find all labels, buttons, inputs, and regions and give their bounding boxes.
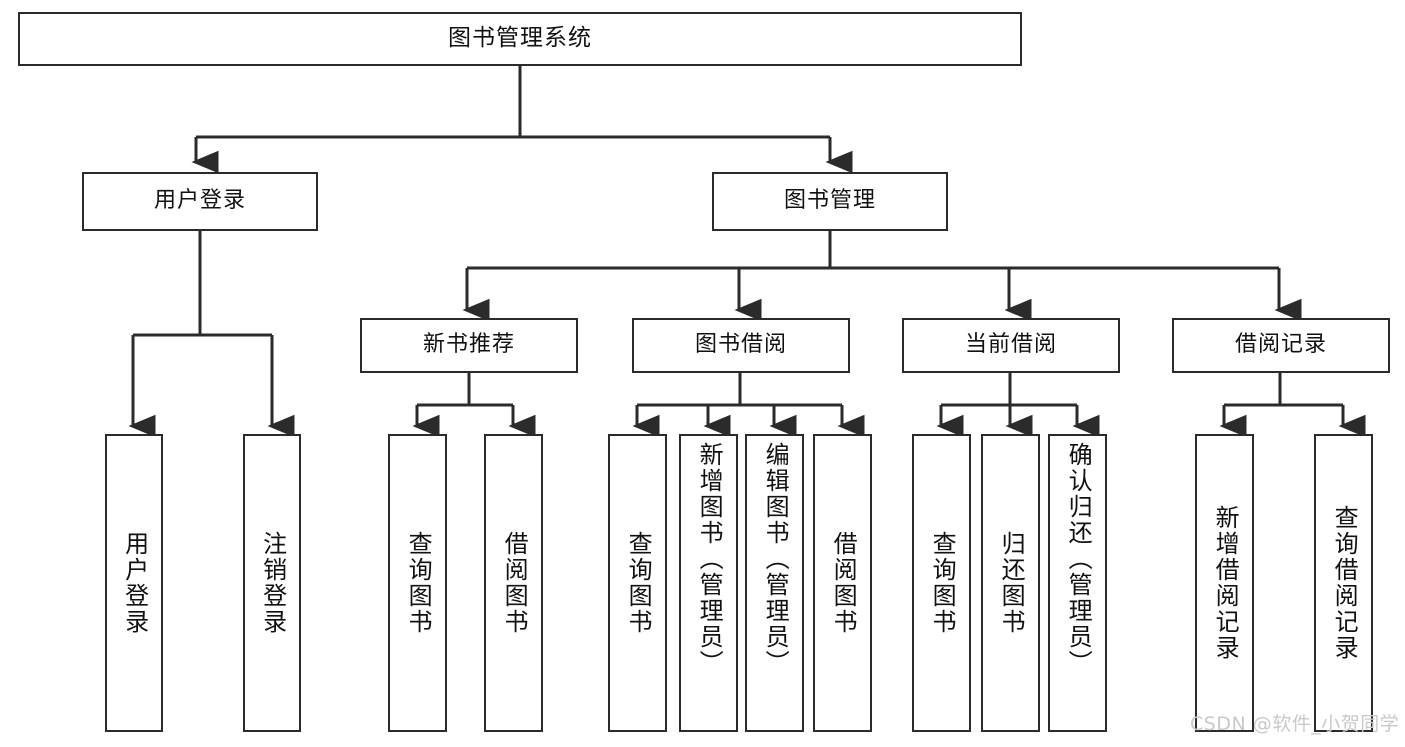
leaf-return-books-label: 归还图书 [997, 531, 1026, 635]
leaf-query-books-borrow-label: 查询图书 [624, 531, 653, 635]
node-new-book-recommend[interactable]: 新书推荐 [360, 318, 578, 373]
node-borrow-records[interactable]: 借阅记录 [1172, 318, 1390, 373]
node-user-login-label: 用户登录 [153, 188, 246, 214]
leaf-query-books-current[interactable]: 查询图书 [912, 434, 971, 732]
node-root[interactable]: 图书管理系统 [18, 12, 1022, 66]
node-current-borrow-label: 当前借阅 [964, 332, 1057, 358]
node-book-management-label: 图书管理 [783, 188, 876, 214]
leaf-query-books-borrow[interactable]: 查询图书 [608, 434, 667, 732]
node-current-borrow[interactable]: 当前借阅 [902, 318, 1120, 373]
leaf-confirm-return-admin-label: 确认归还（管理员） [1064, 442, 1093, 676]
leaf-user-login[interactable]: 用户登录 [105, 434, 163, 732]
node-book-borrow-label: 图书借阅 [694, 332, 787, 358]
leaf-edit-book-admin-label: 编辑图书（管理员） [761, 442, 790, 676]
leaf-logout-label: 注销登录 [258, 531, 287, 635]
leaf-add-borrow-record-label: 新增借阅记录 [1211, 505, 1240, 661]
leaf-query-books-recommend[interactable]: 查询图书 [388, 434, 447, 732]
leaf-return-books[interactable]: 归还图书 [981, 434, 1040, 732]
leaf-logout[interactable]: 注销登录 [243, 434, 301, 732]
node-borrow-records-label: 借阅记录 [1234, 332, 1327, 358]
leaf-query-borrow-record[interactable]: 查询借阅记录 [1314, 434, 1373, 732]
leaf-add-borrow-record[interactable]: 新增借阅记录 [1195, 434, 1254, 732]
node-new-book-recommend-label: 新书推荐 [422, 332, 515, 358]
node-book-management[interactable]: 图书管理 [712, 172, 948, 231]
leaf-query-books-recommend-label: 查询图书 [404, 531, 433, 635]
leaf-query-books-current-label: 查询图书 [928, 531, 957, 635]
leaf-add-book-admin[interactable]: 新增图书（管理员） [679, 434, 738, 732]
leaf-borrow-books-borrow[interactable]: 借阅图书 [813, 434, 872, 732]
leaf-confirm-return-admin[interactable]: 确认归还（管理员） [1048, 434, 1107, 732]
node-root-label: 图书管理系统 [448, 25, 592, 52]
leaf-borrow-books-recommend[interactable]: 借阅图书 [484, 434, 543, 732]
node-book-borrow[interactable]: 图书借阅 [632, 318, 850, 373]
leaf-query-borrow-record-label: 查询借阅记录 [1330, 505, 1359, 661]
watermark: CSDN @软件_小贺同学 [1190, 713, 1400, 735]
leaf-edit-book-admin[interactable]: 编辑图书（管理员） [745, 434, 804, 732]
leaf-add-book-admin-label: 新增图书（管理员） [695, 442, 724, 676]
leaf-user-login-label: 用户登录 [120, 531, 149, 635]
node-user-login[interactable]: 用户登录 [82, 172, 318, 231]
leaf-borrow-books-borrow-label: 借阅图书 [829, 531, 858, 635]
leaf-borrow-books-recommend-label: 借阅图书 [500, 531, 529, 635]
